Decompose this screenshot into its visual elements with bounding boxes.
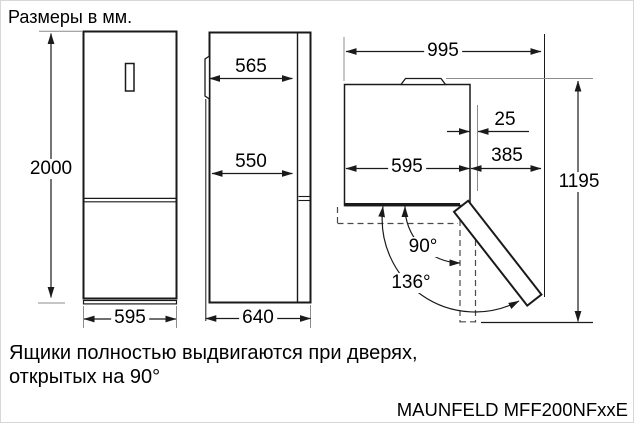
side-depth-640-label: 640 <box>239 308 277 328</box>
note-line-2: открытых на 90° <box>9 366 161 388</box>
note-line-1: Ящики полностью выдвигаются при дверях, <box>9 342 418 364</box>
model-name: MAUNFELD MFF200NFxxE <box>396 399 628 420</box>
top-total-width-label: 995 <box>424 41 462 61</box>
angle-90-label: 90° <box>405 237 441 257</box>
top-view-drawing <box>336 34 593 324</box>
front-base-strip <box>82 299 178 305</box>
side-body-outline <box>208 31 312 304</box>
front-fridge-outline <box>82 30 178 300</box>
top-gap-25-label: 25 <box>494 109 516 131</box>
front-height-label: 2000 <box>26 159 76 179</box>
side-handle-bump <box>204 54 211 101</box>
front-view-drawing <box>38 30 178 328</box>
top-depth-1195-label: 1195 <box>555 172 603 192</box>
top-door-385-label: 385 <box>491 145 523 167</box>
angle-136-label: 136° <box>388 273 434 293</box>
side-view-drawing <box>204 31 312 328</box>
front-display-panel <box>124 62 135 92</box>
side-depth-550-label: 550 <box>232 152 270 172</box>
front-width-label: 595 <box>111 308 149 328</box>
top-body-595-label: 595 <box>388 157 426 177</box>
side-depth-565-label: 565 <box>232 57 270 77</box>
top-open-door <box>452 199 543 308</box>
arc-136-deg <box>378 206 520 313</box>
door-open-90-dashed <box>336 207 477 323</box>
page-title: Размеры в мм. <box>8 7 133 27</box>
top-hinge-bump <box>399 77 447 86</box>
top-body-outline <box>343 83 471 207</box>
